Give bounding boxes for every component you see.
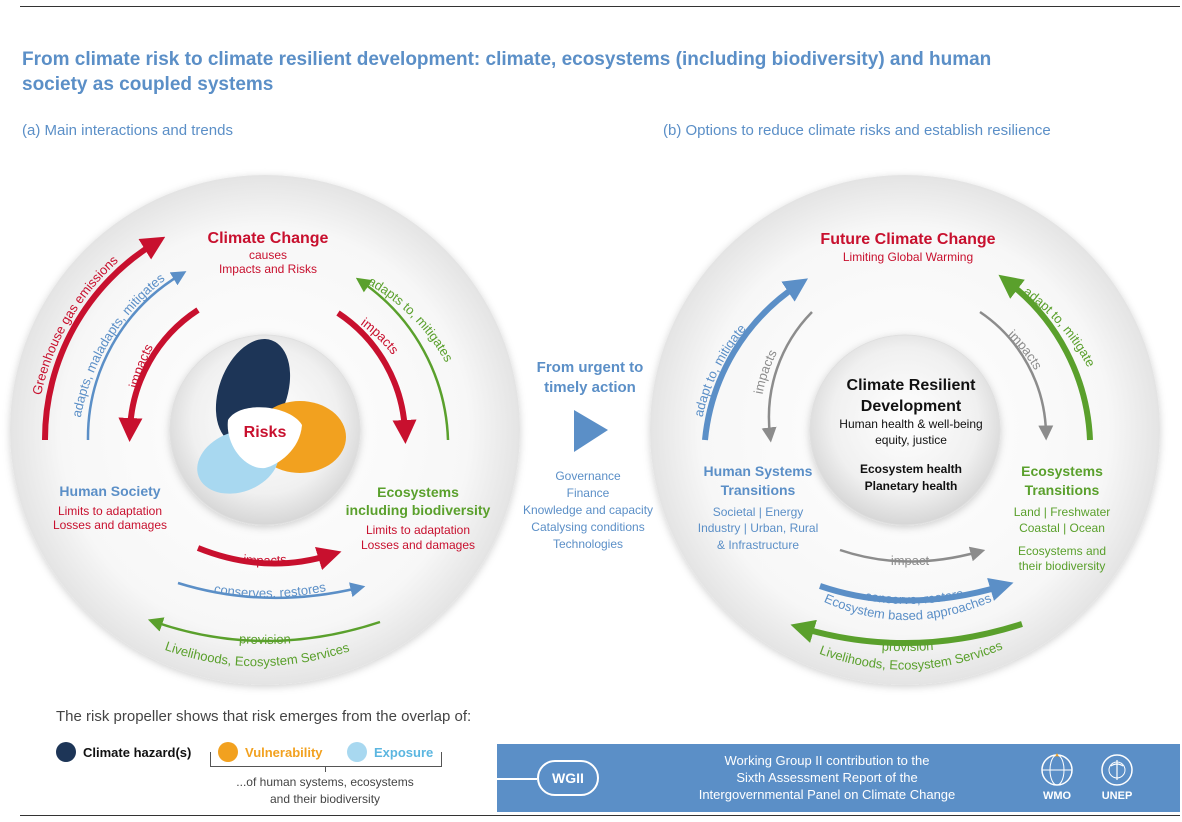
unep-emblem-icon [1101, 754, 1133, 786]
legend-note-line2: and their biodiversity [269, 792, 381, 806]
top-rule [20, 6, 1180, 7]
crd-health: Human health & well-being [839, 417, 982, 431]
timely-label: timely action [544, 379, 636, 396]
legend-hazard-label: Climate hazard(s) [83, 744, 192, 760]
et-title-1: Ecosystems [1021, 463, 1103, 479]
crd-disc [809, 334, 1001, 526]
legend-exposure: Exposure [347, 742, 433, 762]
ghg-arrow [41, 236, 166, 441]
conserves-restores-arrow [177, 581, 366, 600]
eco-limits-label: Limits to adaptation [366, 523, 470, 537]
impact-bottom-label: impact [891, 553, 930, 568]
bottom-rule [20, 815, 1180, 816]
enabler-item: Catalysing conditions [531, 520, 644, 534]
impacts-right-arrow [336, 310, 417, 444]
provision-arrow [147, 617, 381, 643]
enabler-item: Knowledge and capacity [523, 503, 653, 517]
enabler-item: Finance [567, 486, 610, 500]
legend-note-line1: ...of human systems, ecosystems [236, 775, 414, 789]
eco-losses-label: Losses and damages [361, 538, 475, 552]
hazard-dot-icon [56, 742, 76, 762]
play-arrow-icon [574, 410, 608, 452]
hst-item: Societal | Energy [713, 505, 804, 519]
causes-label: causes [249, 248, 287, 262]
impacts-left-arrow [118, 307, 200, 442]
hst-title-2: Transitions [721, 482, 796, 498]
crd-title-2: Development [861, 398, 962, 415]
adapts-maladapts-arrow [86, 271, 187, 441]
footer-text: Working Group II contribution to the Six… [677, 752, 977, 803]
legend-exposure-label: Exposure [374, 744, 434, 760]
wmo-label: WMO [1042, 790, 1072, 802]
urgent-label: From urgent to [537, 359, 644, 376]
unep-label: UNEP [1101, 790, 1133, 802]
wgii-badge: WGII [537, 760, 599, 796]
provision-label-b: provision [882, 638, 934, 654]
adapt-mitigate-right-arrow [998, 274, 1093, 441]
legend-brace [210, 752, 442, 767]
legend-intro: The risk propeller shows that risk emerg… [56, 708, 472, 725]
limiting-warming-label: Limiting Global Warming [843, 250, 973, 264]
hst-item: Industry | Urban, Rural [698, 521, 819, 535]
crd-equity: equity, justice [875, 433, 947, 447]
biodiversity-label: including biodiversity [346, 502, 491, 518]
enabler-item: Technologies [553, 537, 623, 551]
legend-brace-tick [325, 766, 326, 772]
crd-planetary-health: Planetary health [865, 479, 958, 493]
et-item: Land | Freshwater [1014, 505, 1111, 519]
human-society-label: Human Society [59, 483, 160, 499]
footer-line1: Working Group II contribution to the [724, 753, 930, 768]
footer-line [497, 778, 537, 780]
conserve-restore-arrow [819, 577, 1014, 604]
impacts-left-arrow-b [761, 311, 813, 443]
et-extra-1: Ecosystems and [1018, 544, 1106, 558]
adapt-mitigate-left-arrow [702, 278, 808, 441]
crd-ecosystem-health: Ecosystem health [860, 462, 962, 476]
footer-line3: Intergovernmental Panel on Climate Chang… [698, 787, 956, 802]
vulnerability-dot-icon [218, 742, 238, 762]
risks-label: Risks [244, 424, 287, 441]
exposure-dot-icon [347, 742, 367, 762]
enabler-item: Governance [555, 469, 621, 483]
et-item: Coastal | Ocean [1019, 521, 1105, 535]
impacts-right-arrow-b [979, 310, 1054, 441]
climate-change-label: Climate Change [208, 230, 329, 247]
impacts-bottom-label: impacts [242, 551, 288, 568]
provision-label: provision [239, 631, 291, 647]
provision-arrow-b [790, 619, 1023, 646]
panel-a-heading: (a) Main interactions and trends [22, 122, 233, 139]
wmo-logo: WMO [1027, 752, 1087, 802]
page-title: From climate risk to climate resilient d… [22, 49, 992, 95]
impacts-risks-label: Impacts and Risks [219, 262, 317, 276]
et-title-2: Transitions [1025, 482, 1100, 498]
et-extra-2: their biodiversity [1019, 559, 1106, 573]
hst-item: & Infrastructure [717, 538, 799, 552]
impact-bottom-arrow [839, 546, 986, 563]
ecosystems-label: Ecosystems [377, 484, 459, 500]
adapts-to-mitigates-arrow [355, 277, 450, 441]
legend-vulnerability: Vulnerability [218, 742, 323, 762]
human-losses-label: Losses and damages [53, 518, 167, 532]
legend-hazard: Climate hazard(s) [56, 742, 191, 762]
impacts-bottom-arrow [196, 545, 342, 570]
legend-vulnerability-label: Vulnerability [245, 744, 323, 760]
future-climate-label: Future Climate Change [820, 231, 995, 248]
hst-title-1: Human Systems [704, 463, 813, 479]
panel-b-heading: (b) Options to reduce climate risks and … [663, 122, 1051, 139]
crd-title-1: Climate Resilient [847, 377, 977, 394]
unep-logo: UNEP [1087, 752, 1147, 802]
risks-overlap [227, 407, 302, 469]
legend-note: ...of human systems, ecosystems and thei… [200, 774, 450, 808]
footer-line2: Sixth Assessment Report of the [736, 770, 918, 785]
human-limits-label: Limits to adaptation [58, 504, 162, 518]
wmo-globe-icon [1041, 753, 1073, 786]
footer-banner: WGII Working Group II contribution to th… [497, 744, 1180, 812]
